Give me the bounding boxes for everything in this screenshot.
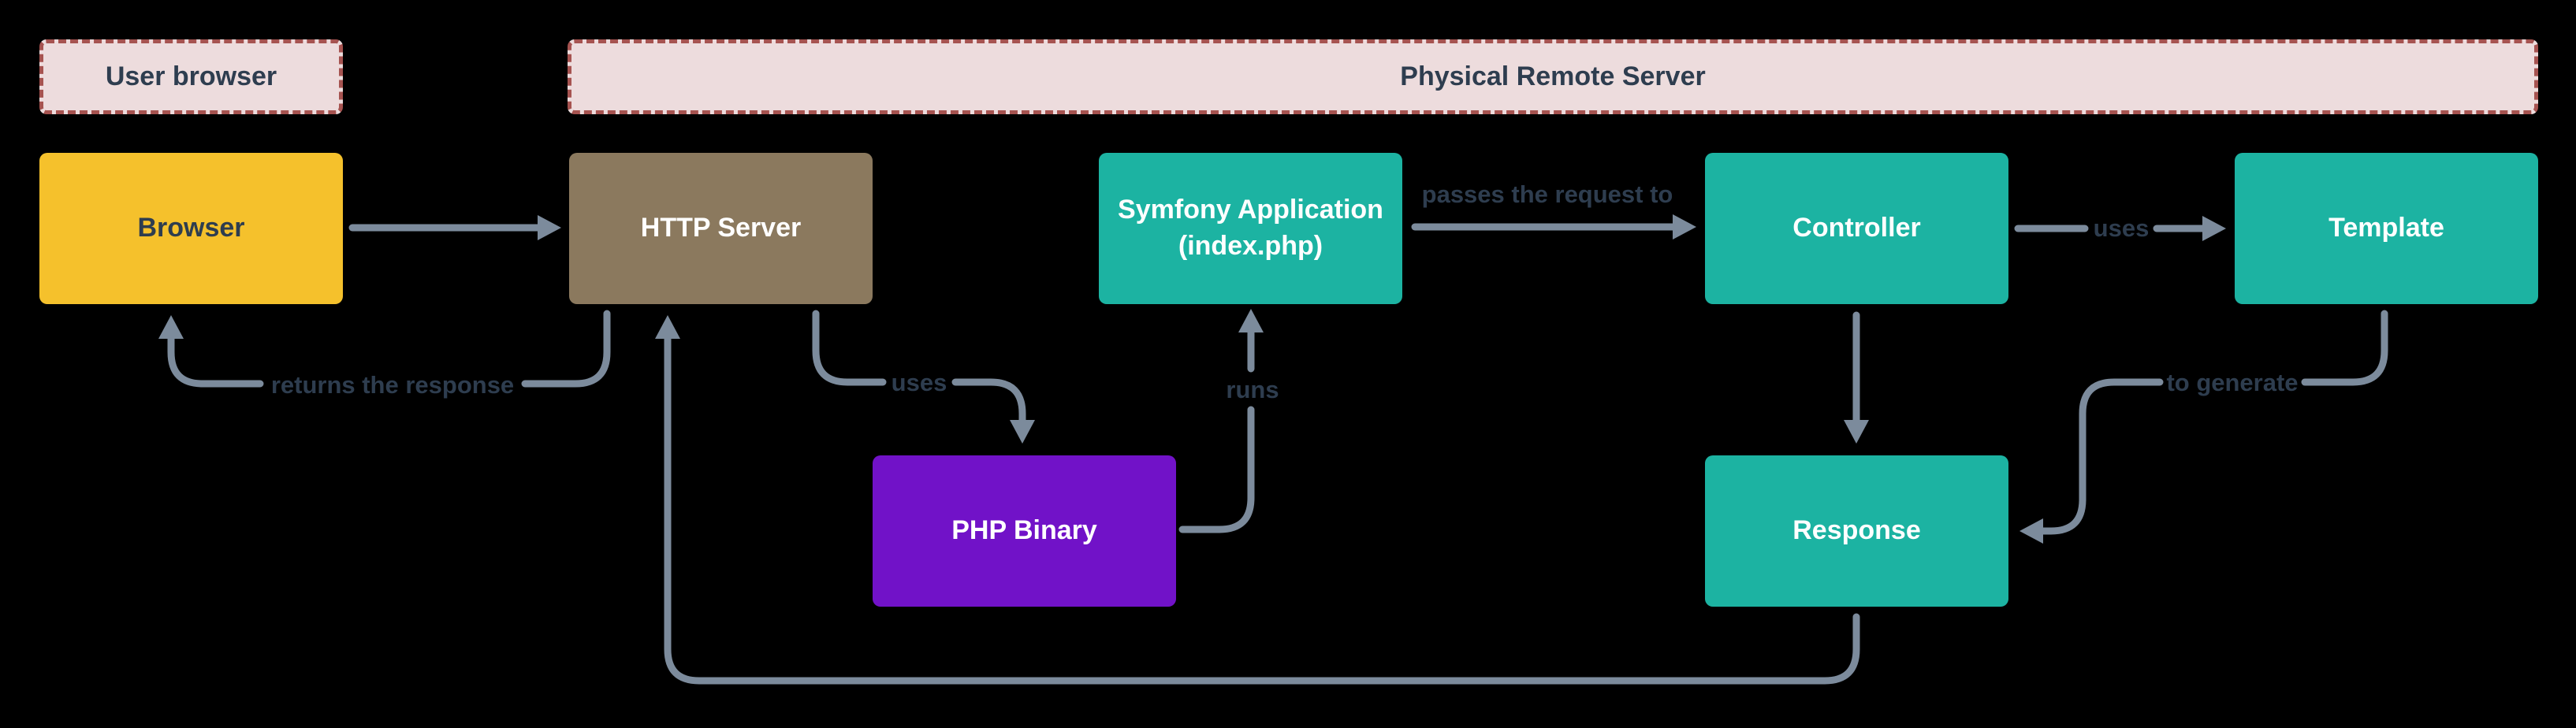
node-http-server: HTTP Server — [569, 153, 873, 304]
edge-lines — [167, 223, 2388, 685]
arrowhead-into-response-right — [2019, 518, 2043, 544]
node-template: Template — [2235, 153, 2538, 304]
node-response: Response — [1705, 455, 2008, 607]
edge-label-uses-template: uses — [2093, 214, 2150, 242]
node-php-binary: PHP Binary — [873, 455, 1176, 607]
node-symfony-application-sublabel: (index.php) — [1178, 231, 1323, 261]
edge-label-passes-the-request-to: passes the request to — [1421, 180, 1673, 208]
arrowhead-into-response-top — [1844, 420, 1869, 444]
node-browser: Browser — [39, 153, 343, 304]
edge-response-to-http-server — [664, 333, 1860, 685]
node-controller-label: Controller — [1792, 213, 1921, 243]
arrowhead-into-template — [2202, 216, 2226, 241]
edge-php-binary-to-symfony — [1178, 327, 1255, 533]
edge-http-server-to-php-binary — [812, 310, 1026, 424]
node-http-server-label: HTTP Server — [640, 213, 802, 243]
arrowhead-into-symfony — [1238, 309, 1264, 332]
edge-label-uses-php: uses — [891, 369, 947, 396]
node-symfony-application: Symfony Application (index.php) — [1099, 153, 1402, 304]
arrowhead-into-php-binary — [1010, 420, 1035, 444]
node-template-label: Template — [2328, 213, 2444, 243]
zone-physical-remote-server-label: Physical Remote Server — [1400, 61, 1706, 91]
zone-user-browser: User browser — [39, 39, 343, 114]
arrowhead-into-http-server-left — [538, 215, 561, 240]
edge-template-to-response — [2039, 310, 2388, 535]
node-php-binary-label: PHP Binary — [951, 515, 1097, 546]
edge-http-server-to-browser — [167, 310, 611, 388]
arrowhead-into-browser — [158, 315, 184, 339]
zone-physical-remote-server: Physical Remote Server — [568, 39, 2538, 114]
node-response-label: Response — [1792, 515, 1921, 546]
edge-arrowheads — [158, 214, 2226, 544]
node-browser-label: Browser — [137, 213, 245, 243]
edge-label-runs: runs — [1226, 376, 1279, 403]
zone-user-browser-label: User browser — [105, 61, 277, 91]
edge-label-returns-the-response: returns the response — [270, 371, 515, 399]
arrowhead-into-http-server-bottom — [655, 315, 680, 339]
edge-label-to-generate: to generate — [2166, 369, 2299, 396]
node-symfony-application-label: Symfony Application — [1118, 195, 1383, 225]
node-controller: Controller — [1705, 153, 2008, 304]
arrowhead-into-controller — [1673, 214, 1696, 240]
